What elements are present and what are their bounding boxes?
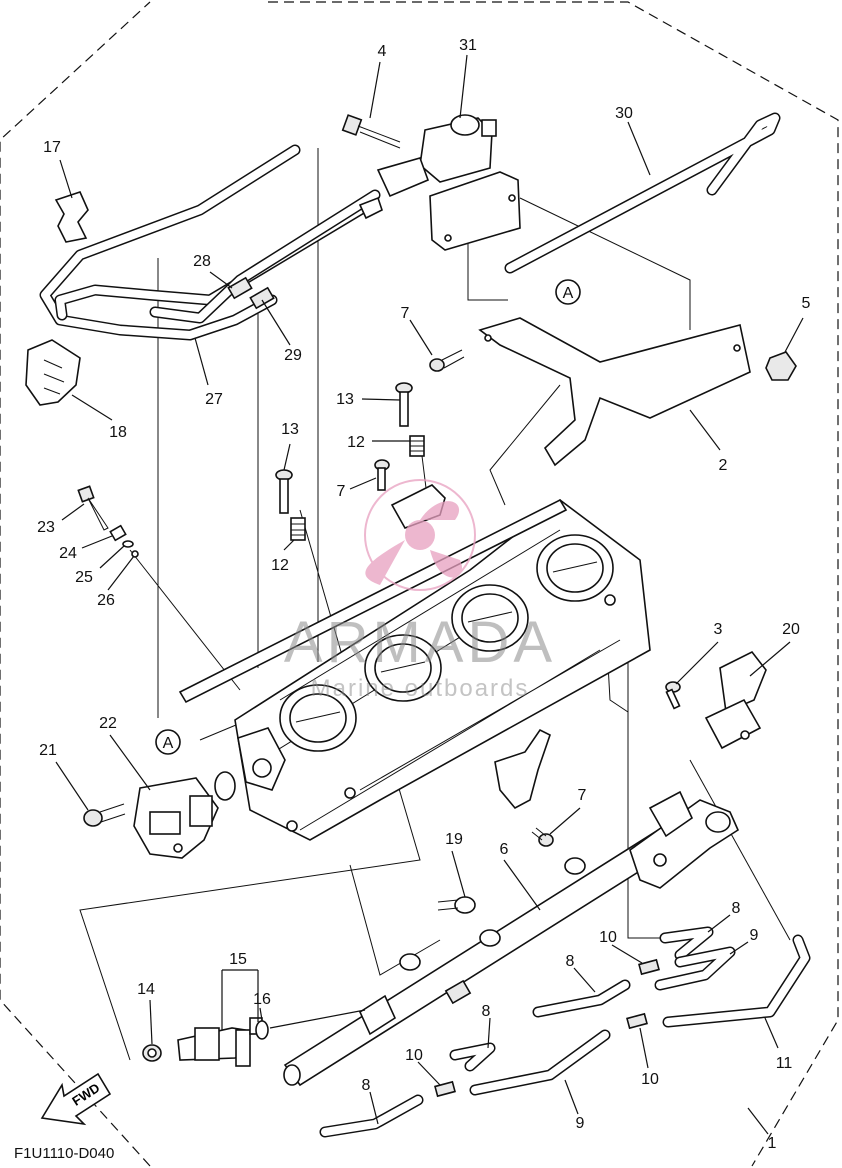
breather-hose-30	[504, 112, 781, 274]
callout-4: 4	[378, 43, 387, 60]
screw-23	[77, 485, 109, 531]
clip-10-c	[434, 1080, 456, 1098]
callout-12-upper: 12	[347, 434, 365, 451]
screw-7-lower	[531, 827, 554, 847]
hose-9-a	[654, 946, 736, 991]
fuel-rail-6	[283, 790, 740, 1087]
seal-16	[255, 1020, 269, 1040]
callout-31: 31	[459, 37, 477, 54]
callout-10-a: 10	[599, 929, 617, 946]
callout-7-top: 7	[401, 305, 410, 322]
screw-13-upper	[395, 382, 413, 427]
leader-lines	[55, 54, 804, 1135]
callout-20: 20	[782, 621, 800, 638]
screw-13-lower	[275, 469, 293, 514]
callout-15: 15	[229, 951, 247, 968]
screw-19	[437, 896, 476, 914]
callout-14: 14	[137, 981, 155, 998]
fuel-injector-15	[177, 1017, 263, 1067]
fwd-arrow: FWD	[40, 1072, 112, 1126]
sensor-20	[704, 650, 767, 750]
callout-2: 2	[719, 457, 728, 474]
throttle-body-assembly	[178, 498, 651, 841]
watermark-logo	[364, 479, 476, 591]
callout-12-lower: 12	[271, 557, 289, 574]
bracket-lower	[494, 728, 551, 810]
callout-26: 26	[97, 592, 115, 609]
hose-9-b	[469, 1029, 611, 1096]
callout-16: 16	[253, 991, 271, 1008]
callout-29: 29	[284, 347, 302, 364]
watermark-brand: ARMADA	[284, 610, 556, 675]
o-ring	[214, 771, 236, 801]
callout-25: 25	[75, 569, 93, 586]
hose-8-d	[319, 1094, 424, 1138]
ref-marker-a-upper: A	[555, 279, 581, 305]
callout-19: 19	[445, 831, 463, 848]
screw-7-top	[429, 349, 465, 372]
throttle-bore-2	[364, 634, 442, 702]
watermark-tagline: Marine outboards	[311, 675, 530, 702]
callout-7-mid: 7	[337, 483, 346, 500]
callout-18: 18	[109, 424, 127, 441]
spring-12-lower	[290, 517, 306, 541]
callout-10-c: 10	[405, 1047, 423, 1064]
callout-17: 17	[43, 139, 61, 156]
callout-8-c: 8	[482, 1003, 491, 1020]
callout-1: 1	[768, 1135, 777, 1152]
washer-25	[122, 540, 134, 548]
callout-5: 5	[802, 295, 811, 312]
callout-7-lower: 7	[578, 787, 587, 804]
ball-26	[131, 550, 139, 558]
throttle-bore-4	[536, 534, 614, 602]
callout-9-b: 9	[576, 1115, 585, 1132]
hose-8-b	[532, 979, 631, 1018]
spring-12-upper	[409, 435, 425, 457]
throttle-bore-3	[451, 584, 529, 652]
callout-labels: 4 31 30 17 28 29 27 18 7 5 2 13 12 7 13 …	[37, 37, 810, 1152]
callout-9-a: 9	[750, 927, 759, 944]
callout-24: 24	[59, 545, 77, 562]
callout-10-b: 10	[641, 1071, 659, 1088]
callout-21: 21	[39, 742, 57, 759]
ref-marker-a-lower: A	[155, 729, 181, 755]
fuel-hose-set	[39, 144, 381, 341]
callout-13-lower: 13	[281, 421, 299, 438]
bolt-4	[341, 114, 401, 149]
spring-24	[109, 524, 127, 542]
callout-8-d: 8	[362, 1077, 371, 1094]
throttle-bore-1	[279, 684, 357, 752]
idle-air-valve-31	[358, 114, 521, 251]
bolt-21	[83, 803, 126, 827]
callout-8-a: 8	[732, 900, 741, 917]
clip-10-a	[638, 958, 660, 976]
hose-8-c	[449, 1042, 496, 1072]
callout-13-upper: 13	[336, 391, 354, 408]
ref-marker-a-lower-label: A	[163, 735, 174, 752]
diagram-code: F1U1110-D040	[14, 1145, 114, 1162]
hose-clamp-17	[54, 191, 89, 243]
screw-3	[665, 681, 681, 710]
callout-8-b: 8	[566, 953, 575, 970]
clip-10-b	[626, 1012, 648, 1030]
callout-6: 6	[500, 841, 509, 858]
seal-14	[142, 1044, 162, 1062]
callout-11: 11	[776, 1055, 793, 1072]
hose-holder-18	[25, 339, 81, 406]
callout-23: 23	[37, 519, 55, 536]
screw-7-mid	[374, 459, 390, 491]
callout-30: 30	[615, 105, 633, 122]
nut-5	[765, 351, 797, 381]
ref-marker-a-upper-label: A	[563, 285, 574, 302]
hose-11	[662, 934, 811, 1028]
callout-22: 22	[99, 715, 117, 732]
callout-3: 3	[714, 621, 723, 638]
callout-27: 27	[205, 391, 223, 408]
callout-28: 28	[193, 253, 211, 270]
throttle-position-sensor-22	[133, 777, 219, 859]
hose-8-a	[659, 926, 714, 961]
bracket-2	[478, 317, 751, 467]
